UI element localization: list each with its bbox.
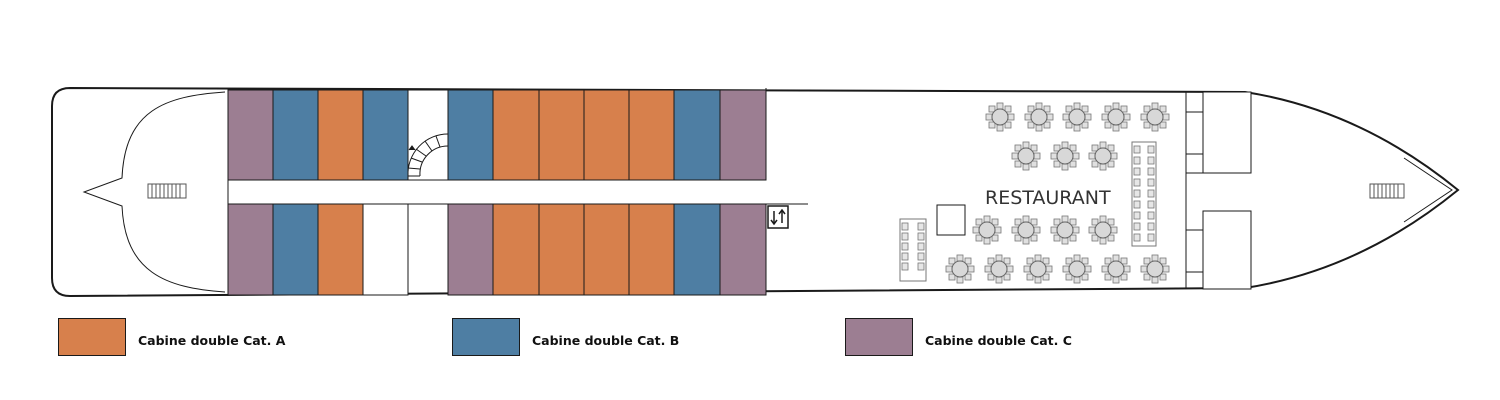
chair (901, 252, 909, 261)
cabin-cat-a (583, 89, 630, 181)
legend-label-cat-a: Cabine double Cat. A (138, 333, 286, 348)
chair (1147, 178, 1155, 187)
stair-well (407, 89, 449, 181)
cabin-cat-b (272, 203, 319, 296)
chair (901, 232, 909, 241)
bow-point (1403, 157, 1453, 223)
chair (1133, 222, 1141, 231)
chair (901, 222, 909, 231)
legend-label-cat-c: Cabine double Cat. C (925, 333, 1072, 348)
round-table (1011, 215, 1041, 245)
cabin-row-top (227, 89, 767, 181)
cabin-cat-a (628, 203, 675, 296)
chair (1147, 145, 1155, 154)
cabin-cat-a (492, 89, 540, 181)
chair (1147, 222, 1155, 231)
round-table (1140, 102, 1170, 132)
spiral-staircase-icon (407, 133, 449, 177)
chair (917, 222, 925, 231)
side-table (899, 218, 927, 282)
bow-rooms (1185, 91, 1252, 290)
dining-table-icon (945, 102, 1170, 284)
round-table (1088, 141, 1118, 171)
legend-label-cat-b: Cabine double Cat. B (532, 333, 680, 348)
chair (1147, 156, 1155, 165)
chair (1147, 200, 1155, 209)
chair (1133, 211, 1141, 220)
round-table (1140, 254, 1170, 284)
cabin-cat-c (719, 89, 767, 181)
cabin-cat-a (538, 89, 585, 181)
chair (1133, 189, 1141, 198)
service-counter (936, 204, 966, 236)
round-table (972, 215, 1002, 245)
round-table (984, 254, 1014, 284)
cabin-cat-b (362, 89, 409, 181)
chair (1133, 145, 1141, 154)
chair (1133, 167, 1141, 176)
chair (1133, 200, 1141, 209)
round-table (1050, 215, 1080, 245)
round-table (1050, 141, 1080, 171)
cabin-cat-a (538, 203, 585, 296)
round-table (1101, 254, 1131, 284)
cabin-cat-a (317, 89, 364, 181)
cabin-cat-a (317, 203, 364, 296)
chair (917, 252, 925, 261)
cabin-cat-a (583, 203, 630, 296)
chair (1147, 233, 1155, 242)
cabin-cat-c (447, 203, 494, 296)
stern-curve (82, 91, 226, 293)
cabin-cat-b (447, 89, 494, 181)
cabin-cat-b (272, 89, 319, 181)
chair (1133, 233, 1141, 242)
round-table (1024, 102, 1054, 132)
chair (917, 242, 925, 251)
chair (901, 262, 909, 271)
cabin-cat-a (628, 89, 675, 181)
long-table (1131, 141, 1157, 247)
round-table (1011, 141, 1041, 171)
cabin-cat-c (227, 89, 274, 181)
chair (1147, 189, 1155, 198)
chair (901, 242, 909, 251)
restaurant-label: RESTAURANT (985, 187, 1111, 209)
legend-swatch-cat-b (452, 318, 520, 356)
chair (1133, 156, 1141, 165)
cabin-cat-c (227, 203, 274, 296)
round-table (1088, 215, 1118, 245)
chair (917, 232, 925, 241)
round-table (985, 102, 1015, 132)
cabin-cat-b (673, 203, 721, 296)
elevator-icon (767, 205, 789, 229)
chair (1147, 211, 1155, 220)
cabin-cat-b (673, 89, 721, 181)
cabin-cat-c (719, 203, 767, 296)
legend-swatch-cat-c (845, 318, 913, 356)
cabin-cat-a (492, 203, 540, 296)
stern-grille (147, 183, 187, 199)
bow-grille (1369, 183, 1405, 199)
chair (1147, 167, 1155, 176)
round-table (1062, 254, 1092, 284)
round-table (1023, 254, 1053, 284)
chair (917, 262, 925, 271)
round-table (945, 254, 975, 284)
service-room (362, 203, 409, 296)
round-table (1101, 102, 1131, 132)
chair (1133, 178, 1141, 187)
cabin-row-bottom (227, 203, 767, 296)
legend-swatch-cat-a (58, 318, 126, 356)
round-table (1062, 102, 1092, 132)
